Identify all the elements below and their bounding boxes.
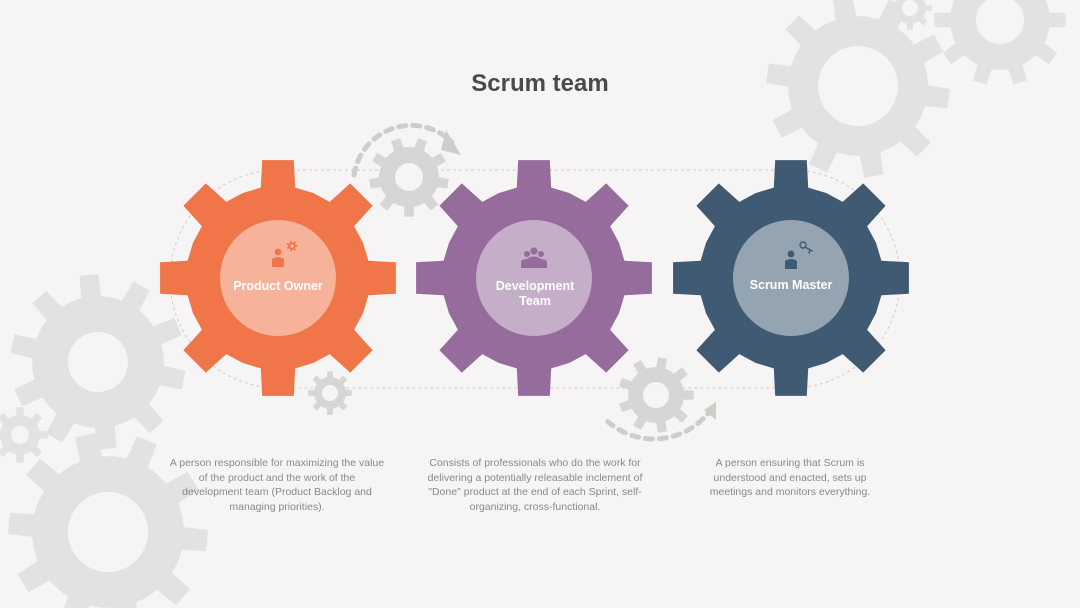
scrum-master-label: Scrum Master bbox=[749, 278, 833, 292]
rotate-arrow-top bbox=[351, 122, 455, 178]
product-owner-gear bbox=[160, 160, 396, 396]
arrow-head-top-icon bbox=[441, 130, 461, 155]
small-gear-bottom-left bbox=[308, 371, 352, 415]
bg-gear-top-small bbox=[888, 0, 932, 30]
development-team-gear bbox=[416, 160, 652, 396]
arrow-head-bottom-icon bbox=[704, 402, 716, 420]
rotate-arrow-bottom bbox=[603, 405, 715, 442]
scrum-master-description: A person ensuring that Scrum is understo… bbox=[709, 457, 871, 498]
team-icon bbox=[521, 247, 547, 268]
product-owner-label: Product Owner bbox=[233, 279, 323, 293]
small-gear-top bbox=[369, 138, 449, 217]
page-title: Scrum team bbox=[471, 70, 609, 97]
small-gears bbox=[308, 138, 694, 433]
development-team-label: Development Team bbox=[495, 279, 575, 308]
scrum-master-gear bbox=[673, 160, 909, 396]
product-owner-description: A person responsible for maximizing the … bbox=[169, 457, 385, 513]
bg-gear-left-small bbox=[0, 407, 48, 463]
bg-gear-top-far-right bbox=[934, 0, 1066, 85]
bg-gear-top-right bbox=[766, 0, 950, 178]
person-icon bbox=[272, 248, 284, 267]
person-icon bbox=[785, 250, 797, 269]
small-gear-bottom-right bbox=[619, 357, 694, 433]
person-gear-icon bbox=[272, 240, 298, 267]
bg-gear-bottom-left bbox=[8, 432, 208, 608]
bg-gear-left bbox=[10, 274, 186, 450]
person-key-icon bbox=[785, 241, 813, 269]
development-team-description: Consists of professionals who do the wor… bbox=[427, 457, 643, 513]
role-gears bbox=[160, 160, 909, 396]
